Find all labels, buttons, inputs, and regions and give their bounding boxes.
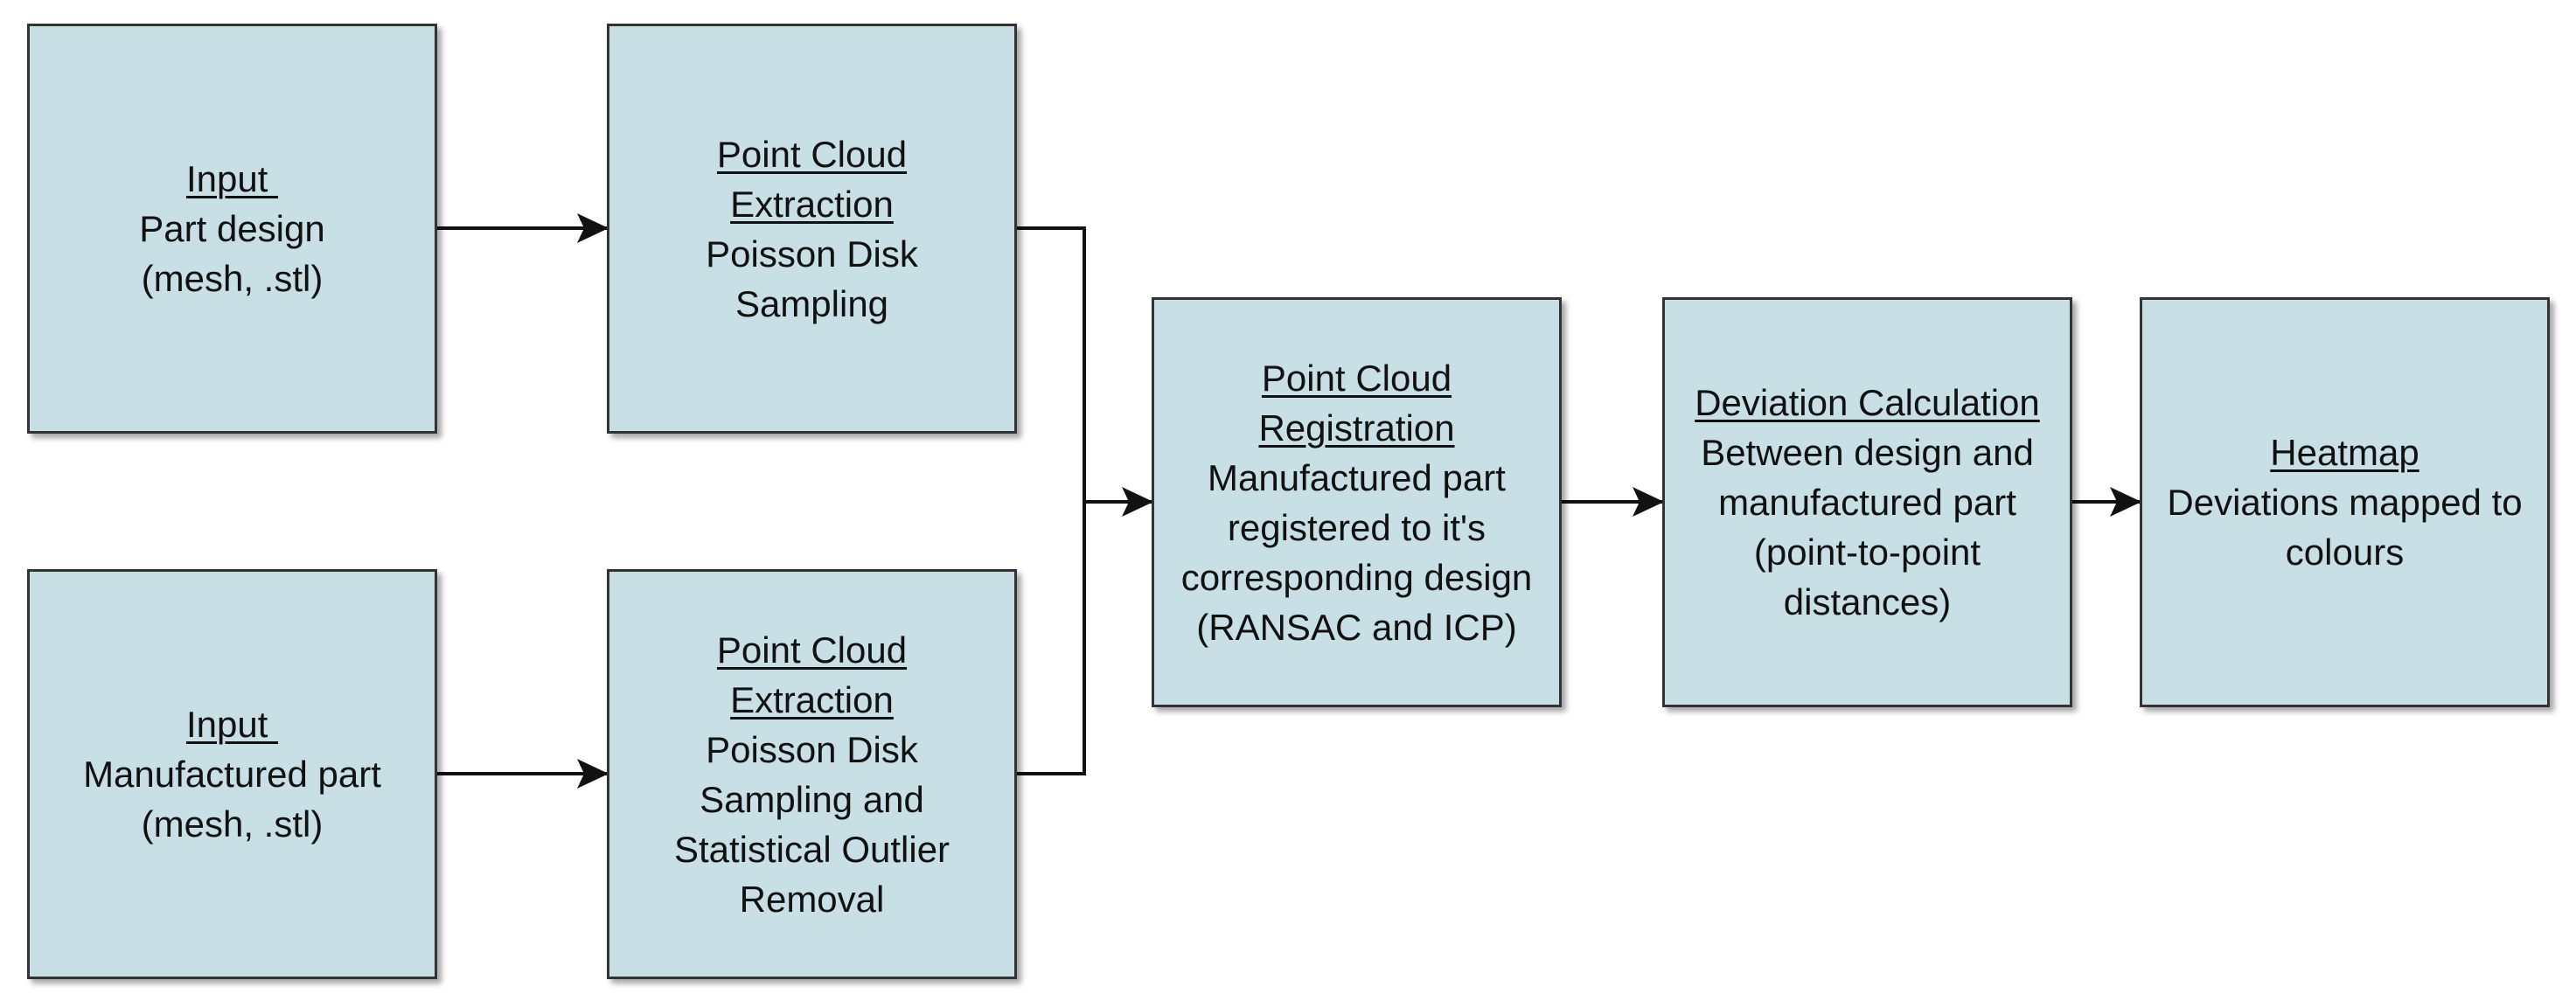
heatmap-box: Heatmap Deviations mapped to colours <box>2140 297 2550 707</box>
connector-extraction-design-to-merge <box>1017 226 1086 502</box>
box-body: Part design (mesh, .stl) <box>139 208 325 299</box>
box-body: Deviations mapped to colours <box>2167 482 2523 573</box>
box-heading: Deviation Calculation <box>1695 382 2040 423</box>
point-cloud-extraction-manufactured-box: Point Cloud Extraction Poisson Disk Samp… <box>607 569 1017 979</box>
box-heading: Point Cloud Extraction <box>716 629 908 720</box>
box-body: Between design and manufactured part (po… <box>1701 432 2034 622</box>
box-heading: Heatmap <box>2270 432 2419 473</box>
box-body: Poisson Disk Sampling and Statistical Ou… <box>673 728 950 920</box>
point-cloud-registration-box: Point Cloud Registration Manufactured pa… <box>1152 297 1562 707</box>
box-heading: Point Cloud Registration <box>1258 357 1455 448</box>
box-body: Manufactured part (mesh, .stl) <box>83 754 381 845</box>
point-cloud-extraction-design-box: Point Cloud Extraction Poisson Disk Samp… <box>607 24 1017 434</box>
box-body: Poisson Disk Sampling <box>706 233 918 324</box>
deviation-calculation-box: Deviation Calculation Between design and… <box>1662 297 2072 707</box>
box-heading: Input <box>185 704 279 745</box>
input-part-design-box: Input Part design (mesh, .stl) <box>27 24 437 434</box>
connector-extraction-manufactured-to-merge <box>1017 502 1086 775</box>
input-manufactured-part-box: Input Manufactured part (mesh, .stl) <box>27 569 437 979</box>
box-heading: Point Cloud Extraction <box>716 133 908 225</box>
box-heading: Input <box>185 158 279 199</box>
box-body: Manufactured part registered to it's cor… <box>1180 456 1533 648</box>
